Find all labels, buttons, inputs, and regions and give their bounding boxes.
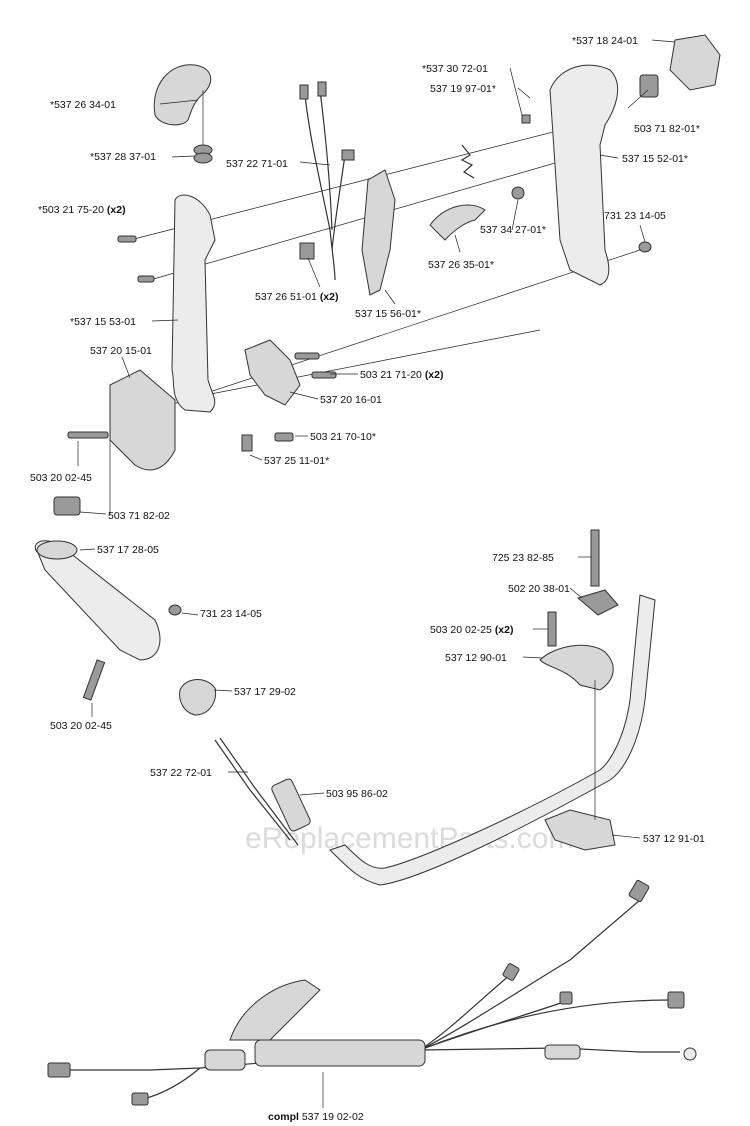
callout-c08: 537 15 52-01* <box>622 153 688 165</box>
screws-upper <box>67 235 337 442</box>
callout-c25: 502 20 38-01 <box>508 583 570 595</box>
callout-c16: 537 20 15-01 <box>90 345 152 357</box>
switch-part <box>53 496 81 516</box>
callout-c24: 725 23 82-85 <box>492 552 554 564</box>
nut-middle-part <box>168 604 182 616</box>
handle-cap-part <box>153 64 212 126</box>
pivot-part <box>511 186 525 200</box>
callout-c23: 537 17 28-05 <box>97 544 159 556</box>
bracket-plate-part <box>576 589 619 616</box>
lower-clamp-part <box>544 809 616 851</box>
long-bolt-part <box>590 529 600 587</box>
small-spring-part <box>460 144 475 179</box>
cable-clamp-part <box>271 778 311 832</box>
callout-c32: 503 95 86-02 <box>326 788 388 800</box>
callout-c31: 537 22 72-01 <box>150 767 212 779</box>
callout-c05: 503 71 82-01* <box>634 123 700 135</box>
grip-clamp-part <box>179 679 217 716</box>
connector-b-part <box>317 81 327 97</box>
lever-part <box>429 204 486 241</box>
callout-c19: 503 21 70-10* <box>310 431 376 443</box>
callout-c20: 503 20 02-45 <box>30 472 92 484</box>
callout-c13: 537 26 51-01 (x2) <box>255 291 339 303</box>
shaft-tube-part <box>329 594 656 886</box>
callout-c28: 537 12 90-01 <box>445 652 507 664</box>
right-handle-housing-part <box>549 64 619 286</box>
callout-c26: 731 23 14-05 <box>200 608 262 620</box>
callout-c17: 503 21 71-20 (x2) <box>360 369 444 381</box>
cable-part <box>214 737 299 846</box>
callout-c21: 537 25 11-01* <box>264 455 329 467</box>
connector-a-part <box>299 84 309 100</box>
callout-c27: 503 20 02-25 (x2) <box>430 624 514 636</box>
left-handle-housing-part <box>171 194 216 413</box>
callout-c33: 537 12 91-01 <box>643 833 705 845</box>
nut-upper-part <box>638 241 652 253</box>
callout-c22: 503 71 82-02 <box>108 510 170 522</box>
wire-harness-assembly <box>47 879 697 1106</box>
assembly-label: compl 537 19 02-02 <box>268 1111 364 1123</box>
callout-c09: *503 21 75-20 (x2) <box>38 204 126 216</box>
callout-c07: 537 22 71-01 <box>226 158 288 170</box>
wire-harness-small-part <box>304 89 346 281</box>
callout-c30: 503 20 02-45 <box>50 720 112 732</box>
lockout-part <box>361 169 396 296</box>
handle-base-part <box>109 369 176 471</box>
callout-c14: 537 15 56-01* <box>355 308 421 320</box>
callout-labels: *537 18 24-01 *537 30 72-01 537 19 97-01… <box>30 35 705 1123</box>
grip-end-part <box>36 540 78 560</box>
leader-lines <box>77 39 676 1108</box>
screw-middle-part <box>82 659 106 701</box>
callout-c02: *537 30 72-01 <box>422 63 488 75</box>
rear-switch-part <box>639 74 659 98</box>
callout-c04: *537 26 34-01 <box>50 99 116 111</box>
callout-c18: 537 20 16-01 <box>320 394 382 406</box>
callout-c06: *537 28 37-01 <box>90 151 156 163</box>
callout-c03: 537 19 97-01* <box>430 83 496 95</box>
connector-c-part <box>341 149 355 161</box>
callout-c12: 537 26 35-01* <box>428 259 494 271</box>
callout-c01: *537 18 24-01 <box>572 35 638 47</box>
clip-x2-part <box>299 242 315 260</box>
grip-tube-part <box>34 540 161 661</box>
callout-c11: 537 34 27-01* <box>480 224 546 236</box>
upper-clamp-part <box>539 644 614 691</box>
callout-c29: 537 17 29-02 <box>234 686 296 698</box>
spring-part <box>193 90 213 164</box>
small-pin-part <box>521 114 531 124</box>
screw-x2-part <box>547 611 557 647</box>
clip-part <box>241 434 253 452</box>
callout-c10: 731 23 14-05 <box>604 210 666 222</box>
callout-c15: *537 15 53-01 <box>70 316 136 328</box>
rear-cap-part <box>669 34 721 91</box>
trigger-part <box>244 339 301 406</box>
